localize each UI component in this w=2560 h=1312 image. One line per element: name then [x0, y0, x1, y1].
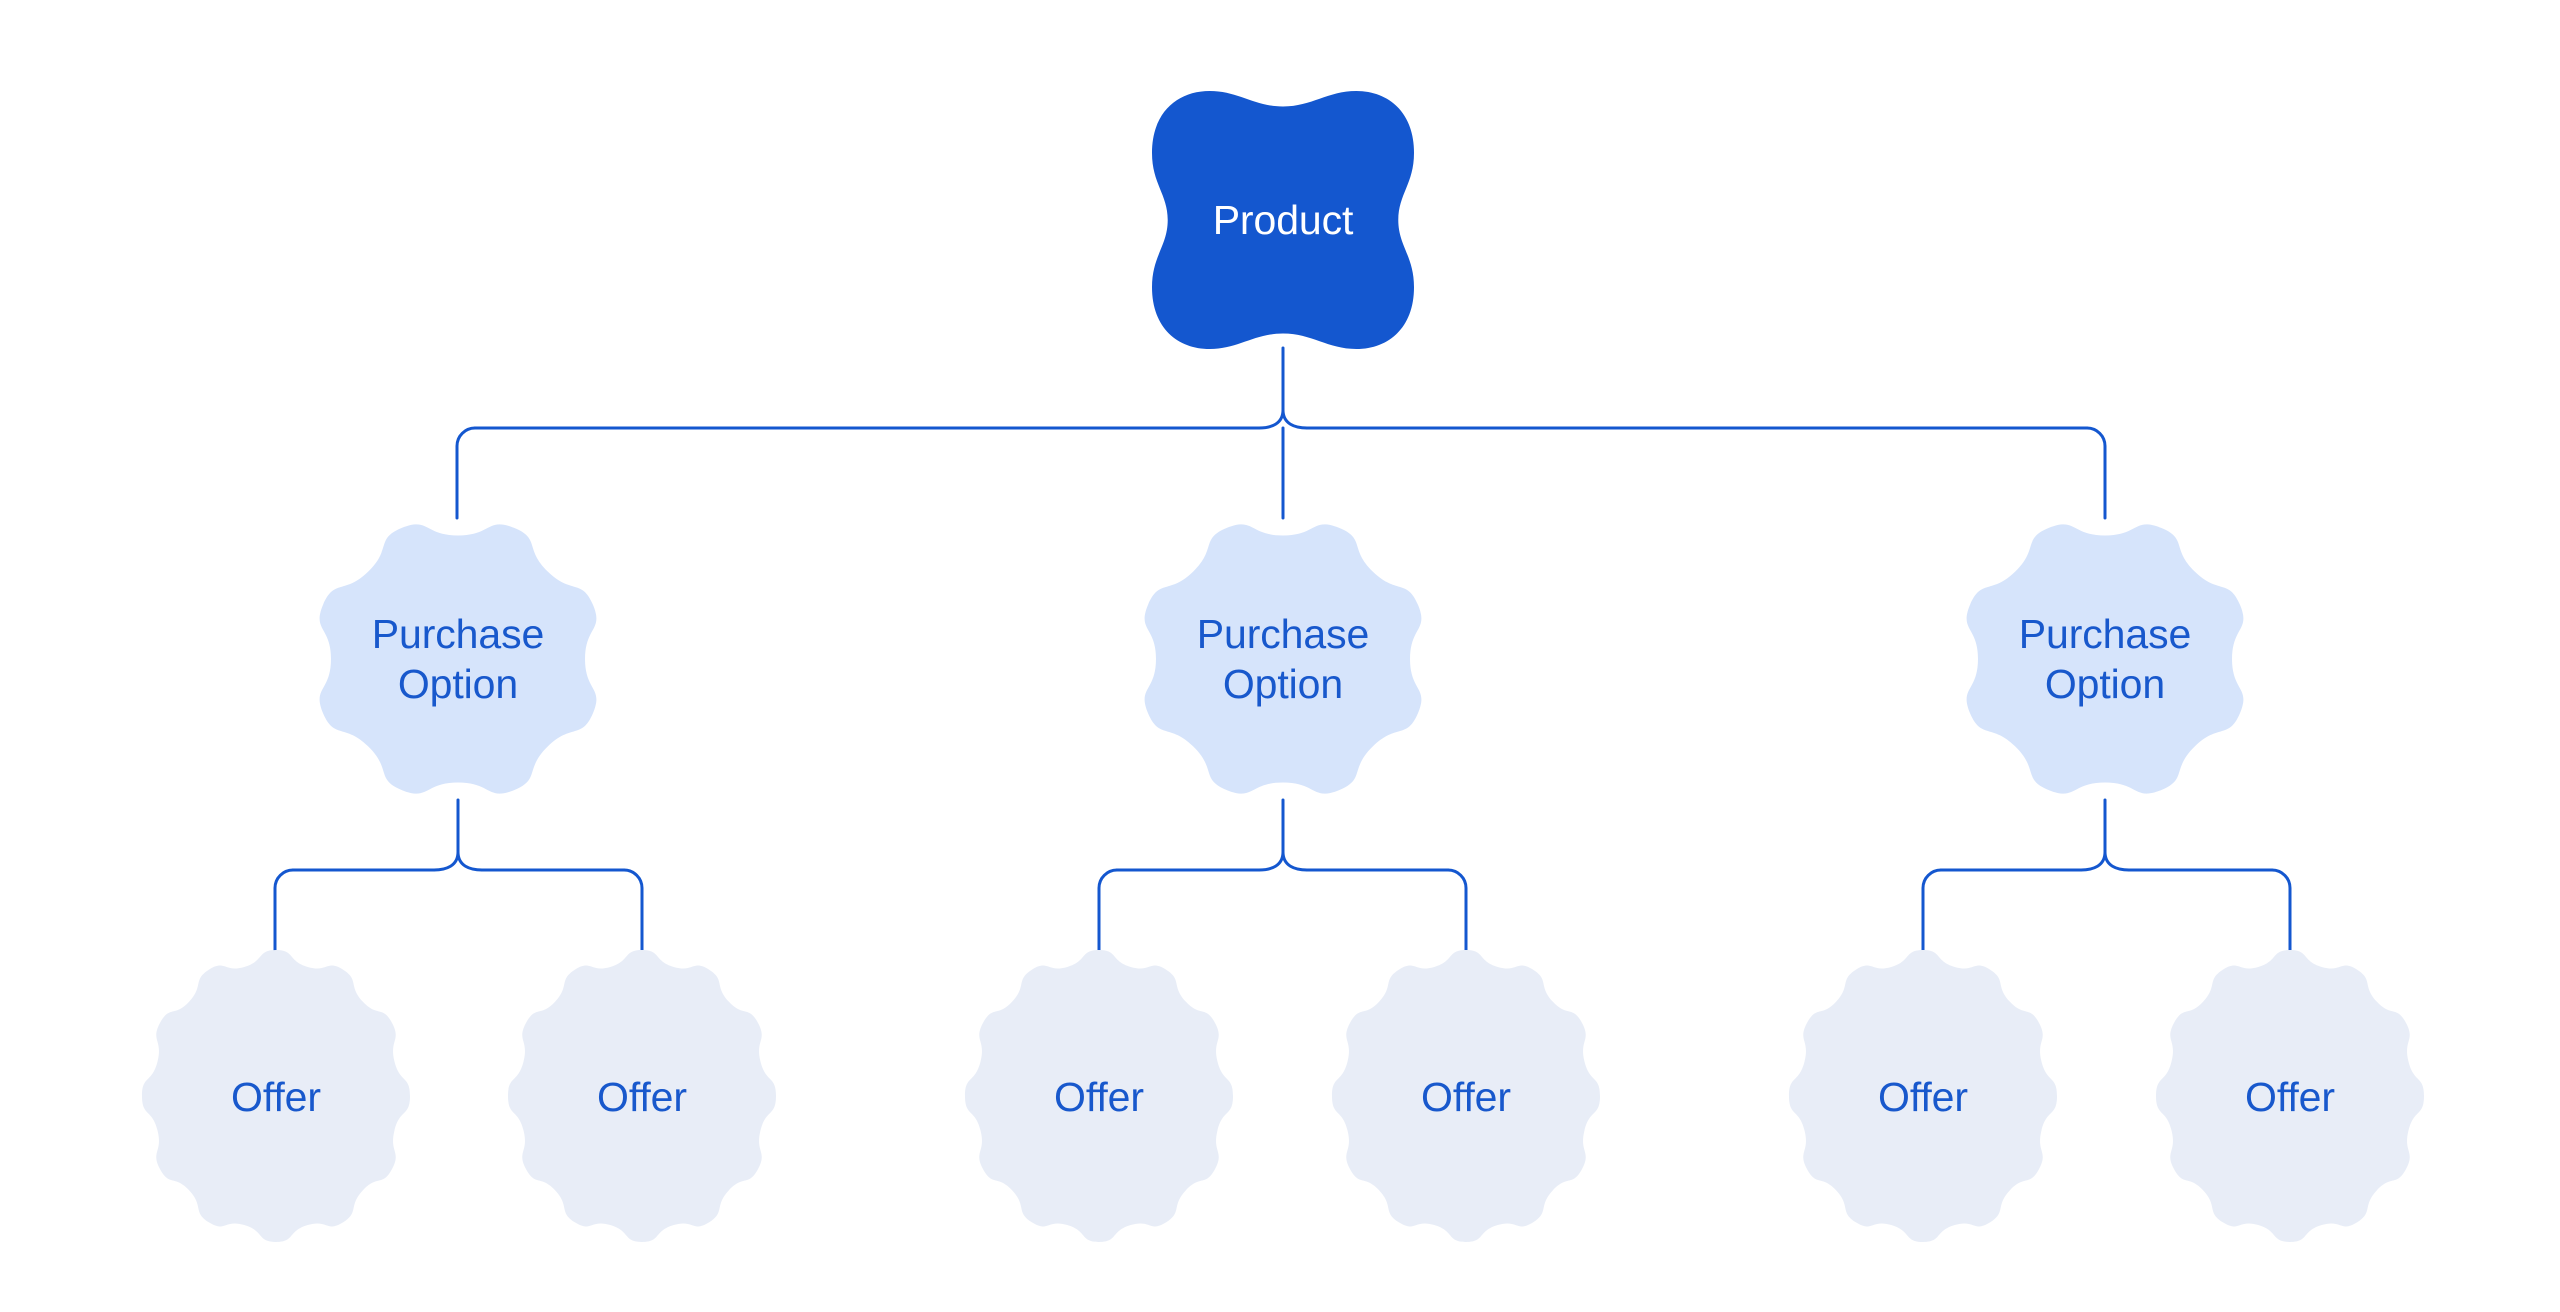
connector-branch2-junction-right	[1281, 850, 1309, 872]
connector-level1-drop-right	[2085, 426, 2107, 520]
connector-branch1-drop-left	[273, 868, 295, 954]
node-purchase-option-2[interactable]	[1144, 524, 1422, 794]
connector-root-junction-right	[1281, 408, 1309, 430]
node-offer-2[interactable]	[508, 950, 776, 1242]
purchase-option-node-shape	[1144, 524, 1422, 794]
offer-node-shape	[142, 950, 410, 1242]
offer-node-shape	[965, 950, 1233, 1242]
node-offer-5[interactable]	[1789, 950, 2057, 1242]
node-purchase-option-1[interactable]	[319, 524, 597, 794]
node-offer-6[interactable]	[2156, 950, 2424, 1242]
connector-branch3-junction-right	[2103, 850, 2131, 872]
offer-node-shape	[2156, 950, 2424, 1242]
node-purchase-option-3[interactable]	[1966, 524, 2244, 794]
connector-branch1-drop-right	[622, 868, 644, 954]
connector-level1-drop-left	[455, 426, 477, 520]
connector-branch1-junction-left	[432, 850, 460, 872]
connector-branch1-junction-right	[456, 850, 484, 872]
connector-branch2-junction-left	[1257, 850, 1285, 872]
purchase-option-node-shape	[1966, 524, 2244, 794]
offer-node-shape	[1332, 950, 1600, 1242]
node-offer-1[interactable]	[142, 950, 410, 1242]
purchase-option-node-shape	[319, 524, 597, 794]
product-node-shape	[1152, 91, 1414, 349]
connector-lines	[273, 346, 2292, 954]
offer-node-shape	[1789, 950, 2057, 1242]
node-offer-4[interactable]	[1332, 950, 1600, 1242]
connector-branch3-drop-right	[2270, 868, 2292, 954]
diagram-nodes	[142, 91, 2424, 1242]
connector-branch3-drop-left	[1921, 868, 1943, 954]
node-offer-3[interactable]	[965, 950, 1233, 1242]
offer-node-shape	[508, 950, 776, 1242]
node-product[interactable]	[1152, 91, 1414, 349]
connector-branch3-junction-left	[2079, 850, 2107, 872]
connector-root-junction-left	[1257, 408, 1285, 430]
connector-branch2-drop-left	[1097, 868, 1119, 954]
connector-branch2-drop-right	[1446, 868, 1468, 954]
